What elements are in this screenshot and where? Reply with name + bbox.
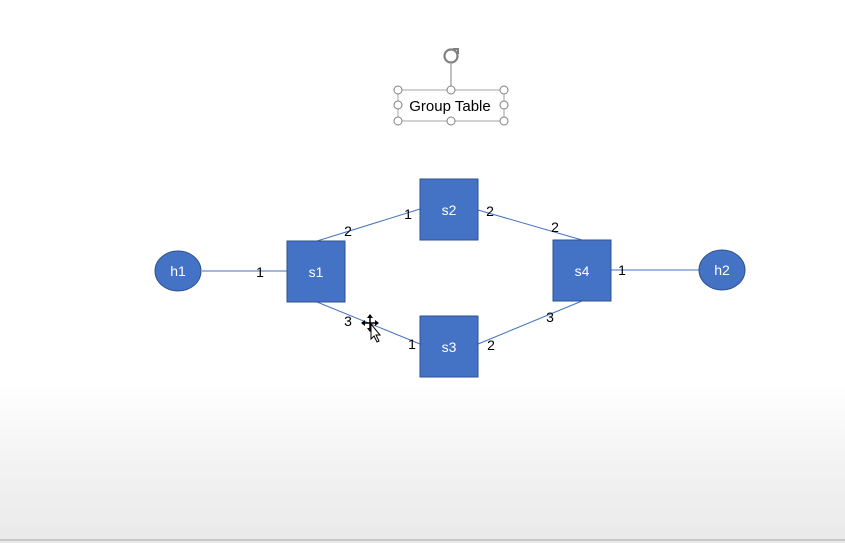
switch-s2[interactable]: s2	[419, 178, 479, 241]
port-label: 1	[408, 336, 416, 352]
resize-handle-bottom-right[interactable]	[499, 116, 509, 126]
resize-handle-top-left[interactable]	[393, 85, 403, 95]
port-label: 3	[546, 309, 554, 325]
resize-handles	[393, 85, 509, 126]
slide-bottom-edge	[0, 539, 845, 541]
switch-s1-label: s1	[309, 264, 324, 280]
resize-handle-bottom[interactable]	[446, 116, 456, 126]
resize-handle-right[interactable]	[499, 100, 509, 110]
port-label: 2	[487, 337, 495, 353]
host-h2[interactable]: h2	[698, 249, 746, 291]
rotate-handle-icon[interactable]	[443, 48, 459, 64]
group-table-textbox[interactable]: Group Table	[393, 48, 509, 126]
switch-s2-label: s2	[442, 202, 457, 218]
port-label: 1	[618, 262, 626, 278]
port-label: 2	[486, 203, 494, 219]
link-s2-s4[interactable]	[477, 209, 583, 241]
port-label: 2	[344, 223, 352, 239]
resize-handle-top[interactable]	[446, 85, 456, 95]
host-h2-label: h2	[714, 262, 730, 278]
link-s3-s4[interactable]	[477, 300, 583, 345]
group-table-title: Group Table	[409, 98, 490, 115]
switch-s3-label: s3	[442, 339, 457, 355]
switch-s4[interactable]: s4	[552, 239, 612, 302]
resize-handle-left[interactable]	[393, 100, 403, 110]
switch-s4-label: s4	[575, 263, 590, 279]
host-h1-label: h1	[170, 263, 186, 279]
resize-handle-bottom-left[interactable]	[393, 116, 403, 126]
host-h1[interactable]: h1	[154, 250, 202, 292]
move-cursor-icon	[361, 314, 382, 343]
port-label: 1	[256, 264, 264, 280]
link-s1-s2[interactable]	[316, 208, 421, 242]
port-label: 2	[551, 219, 559, 235]
port-label: 3	[344, 313, 352, 329]
switch-s1[interactable]: s1	[286, 240, 346, 303]
switch-s3[interactable]: s3	[419, 315, 479, 378]
port-label: 1	[404, 206, 412, 222]
resize-handle-top-right[interactable]	[499, 85, 509, 95]
